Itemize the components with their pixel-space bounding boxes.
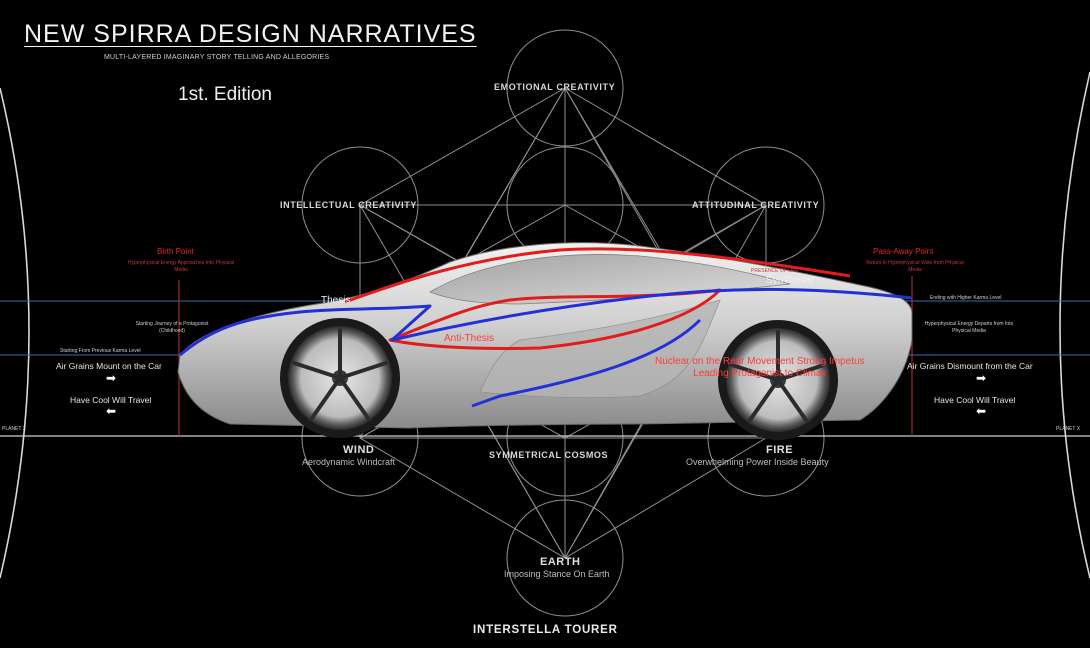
right-karma-note: Ending with Higher Karma Level	[930, 295, 1002, 301]
planet-right-arc	[1059, 71, 1090, 579]
edition-label: 1st. Edition	[178, 84, 272, 105]
right-travel-caption: Have Cool Will Travel	[934, 395, 1016, 405]
right-arrow-icon: ➡	[106, 371, 117, 385]
fire-title: FIRE	[766, 444, 794, 456]
presence-of-life-label: PRESENCE OF LIFE	[751, 268, 799, 274]
symmetrical-cosmos-label: SYMMETRICAL COSMOS	[489, 450, 609, 460]
earth-subtitle: Imposing Stance On Earth	[504, 569, 610, 579]
right-dismount-caption: Air Grains Dismount from the Car	[907, 361, 1033, 371]
left-karma-note: Starting From Previous Karma Level	[60, 348, 141, 354]
passaway-point-subtitle: Return to Hyperphysical Wide from Physic…	[866, 260, 964, 273]
wind-title: WIND	[343, 444, 375, 456]
birth-point-subtitle: Hyperphysical Energy Approaches Into Phy…	[127, 260, 235, 273]
left-arrow-icon-2: ⬅	[976, 404, 987, 418]
passaway-point-title: Pass-Away Point	[873, 247, 934, 256]
emotional-creativity-label: EMOTIONAL CREATIVITY	[494, 82, 616, 92]
blue-narrative-line	[179, 287, 913, 408]
planet-left-label: PLANET X	[2, 426, 27, 432]
page-subtitle: MULTI-LAYERED IMAGINARY STORY TELLING AN…	[104, 54, 330, 61]
front-wheel	[280, 318, 400, 438]
climax-line-2: Leading Protagonist to Climax	[693, 368, 827, 379]
car-illustration	[177, 242, 913, 440]
intellectual-creativity-label: INTELLECTUAL CREATIVITY	[280, 200, 417, 210]
attitudinal-creativity-label: ATTITUDINAL CREATIVITY	[692, 200, 820, 210]
page-title: NEW SPIRRA DESIGN NARRATIVES	[24, 20, 477, 48]
car-name: INTERSTELLA TOURER	[473, 624, 618, 636]
planet-left-arc	[0, 87, 30, 579]
birth-point-title: Birth Point	[157, 247, 194, 256]
antithesis-label: Anti-Thesis	[444, 333, 495, 344]
climax-line-1: Nuclear on the Rear Movement Strong Impe…	[655, 356, 865, 367]
fire-subtitle: Overwhelming Power Inside Beauty	[686, 457, 829, 467]
left-arrow-icon: ⬅	[106, 404, 117, 418]
synthesis-label: SynThesis	[766, 275, 813, 286]
thesis-label: Thesis	[321, 295, 351, 306]
right-arrow-icon-2: ➡	[976, 371, 987, 385]
wind-subtitle: Aerodynamic Windcraft	[302, 457, 396, 467]
right-departs-note: Hyperphysical Energy Departs from Into P…	[924, 321, 1014, 334]
earth-title: EARTH	[540, 556, 581, 568]
climax-label: Nuclear on the Rear Movement Strong Impe…	[655, 356, 865, 380]
left-travel-caption: Have Cool Will Travel	[70, 395, 152, 405]
left-journey-note: Starting Journey of a Protagonist (Child…	[135, 321, 209, 334]
left-mount-caption: Air Grains Mount on the Car	[56, 361, 162, 371]
rear-wheel	[718, 320, 838, 440]
planet-right-label: PLANET X	[1056, 426, 1081, 432]
